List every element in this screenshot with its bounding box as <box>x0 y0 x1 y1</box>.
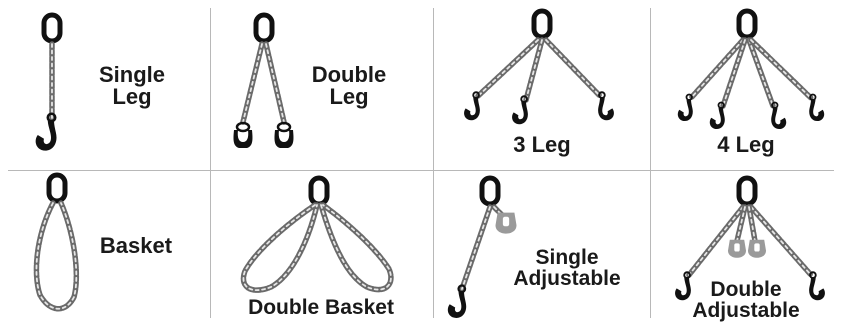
three-leg-label: 3 Leg <box>492 132 592 157</box>
master-link-icon <box>46 172 68 204</box>
master-link-icon <box>736 175 758 207</box>
double-adjustable-cell: Double Adjustable <box>651 171 842 327</box>
basket-sling-diagram <box>33 172 80 312</box>
chain-icon <box>686 204 746 278</box>
chain-icon <box>523 37 545 103</box>
sling-hook-icon <box>709 101 725 130</box>
master-link-icon <box>253 12 275 44</box>
double-adjustable-sling-diagram <box>675 175 825 301</box>
three-leg-sling-diagram <box>464 8 614 125</box>
label-line: Double <box>710 278 782 301</box>
sling-hook-icon <box>274 121 294 148</box>
divider <box>8 170 834 171</box>
single-adjustable-sling-diagram <box>447 175 517 318</box>
basket-cell: Basket <box>0 171 210 327</box>
double-basket-cell: Double Basket <box>211 171 433 327</box>
basket-label: Basket <box>84 233 188 258</box>
label-line: Leg <box>112 84 152 110</box>
label-line: Single <box>535 246 599 269</box>
label-line: Double Basket <box>248 296 394 319</box>
label-line: Adjustable <box>692 299 800 323</box>
sling-hook-icon <box>809 271 825 301</box>
grab-hook-icon <box>728 239 746 258</box>
single-adjustable-cell: Single Adjustable <box>434 171 650 327</box>
master-link-icon <box>41 12 63 44</box>
double-leg-sling-diagram <box>233 12 294 148</box>
divider <box>433 8 434 318</box>
chain-icon <box>240 41 265 125</box>
grab-hook-icon <box>748 239 766 258</box>
master-link-icon <box>736 8 758 40</box>
sling-hook-icon <box>677 93 693 122</box>
chain-icon <box>720 37 748 109</box>
chain-icon <box>318 202 394 293</box>
sling-hook-icon <box>233 121 253 148</box>
double-leg-cell: Double Leg <box>211 0 433 170</box>
single-leg-label: Single Leg <box>82 62 182 110</box>
chain-icon <box>688 37 746 101</box>
three-leg-cell: 3 Leg <box>434 0 650 170</box>
chain-icon <box>746 204 758 244</box>
chain-icon <box>475 37 541 99</box>
chain-icon <box>748 37 814 101</box>
sling-hook-icon <box>35 112 57 151</box>
master-link-icon <box>531 8 553 40</box>
sling-hook-icon <box>675 271 691 301</box>
double-leg-label: Double Leg <box>295 62 403 110</box>
four-leg-cell: 4 Leg <box>651 0 842 170</box>
sling-hook-icon <box>512 95 528 125</box>
single-leg-cell: Single Leg <box>0 0 210 170</box>
label-line: 4 Leg <box>717 132 775 157</box>
chain-icon <box>734 204 748 244</box>
four-leg-sling-diagram <box>677 8 825 130</box>
double-adjustable-label: Double Adjustable <box>681 279 811 322</box>
divider <box>650 8 651 318</box>
chain-icon <box>746 37 776 109</box>
sling-hook-icon <box>771 101 787 130</box>
chain-icon <box>33 200 80 312</box>
single-adjustable-label: Single Adjustable <box>502 247 632 290</box>
label-line: Leg <box>329 84 369 110</box>
sling-hook-icon <box>598 91 614 121</box>
chain-icon <box>459 204 493 292</box>
sling-hook-icon <box>464 91 480 121</box>
grab-hook-icon <box>495 212 517 234</box>
sling-hook-icon <box>447 284 467 318</box>
chain-icon <box>263 41 287 125</box>
chain-icon <box>543 37 603 99</box>
label-line: Basket <box>99 233 173 258</box>
double-basket-sling-diagram <box>240 175 394 293</box>
label-line: Double <box>311 62 387 87</box>
master-link-icon <box>479 175 501 207</box>
label-line: Adjustable <box>513 267 621 291</box>
double-basket-label: Double Basket <box>221 296 421 319</box>
chain-icon <box>240 202 320 293</box>
master-link-icon <box>308 175 330 207</box>
single-leg-sling-diagram <box>35 12 63 151</box>
label-line: Single <box>98 62 165 87</box>
sling-hook-icon <box>809 93 825 122</box>
label-line: 3 Leg <box>513 132 571 157</box>
chain-icon <box>748 204 814 278</box>
four-leg-label: 4 Leg <box>696 132 796 157</box>
divider <box>210 8 211 318</box>
